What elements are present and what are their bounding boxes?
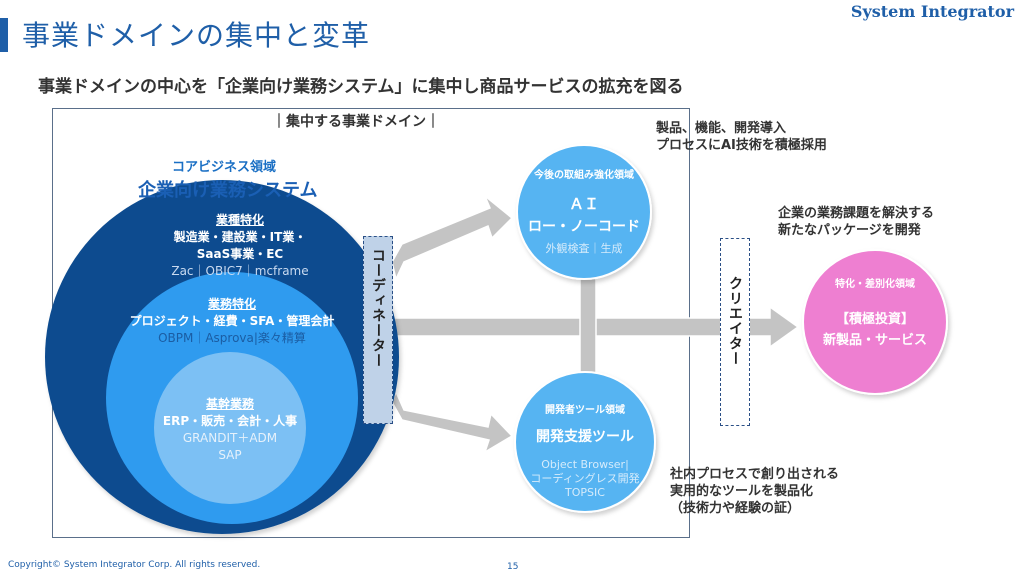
arrow-to-ai	[391, 195, 514, 282]
industry-text: 業種特化 製造業・建設業・IT業・ SaaS事業・EC Zac｜OBIC7｜mc…	[120, 212, 360, 280]
inner-circle	[154, 352, 306, 504]
page-subtitle: 事業ドメインの中心を「企業向け業務システム」に集中し商品サービスの拡充を図る	[38, 77, 684, 97]
devtool-line1: Object Browser|	[541, 458, 629, 471]
focus-domain-label: ｜集中する事業ドメイン｜	[272, 114, 440, 130]
business-line1: プロジェクト・経費・SFA・管理会計	[129, 314, 335, 328]
core-business-line1: ERP・販売・会計・人事	[162, 414, 298, 428]
special-text: 特化・差別化領域 【積極投資】 新製品・サービス	[806, 275, 944, 348]
special-area-label: 特化・差別化領域	[835, 279, 915, 290]
page-number: 15	[507, 562, 519, 572]
industry-line1: 製造業・建設業・IT業・	[173, 230, 307, 244]
coordinator-label: コーディネーター	[370, 248, 386, 368]
title-accent-bar	[0, 18, 8, 52]
industry-line2: SaaS事業・EC	[196, 247, 284, 261]
industry-products: Zac｜OBIC7｜mcframe	[171, 264, 309, 278]
core-business-text: 基幹業務 ERP・販売・会計・人事 GRANDIT＋ADM SAP	[150, 396, 310, 464]
ai-title2: ロー・ノーコード	[528, 219, 640, 235]
core-business-heading: 基幹業務	[205, 397, 254, 411]
ai-title1: ＡＩ	[568, 195, 599, 213]
special-circle	[802, 249, 948, 395]
devtool-text: 開発者ツール領域 開発支援ツール Object Browser| コーディングレ…	[515, 401, 655, 500]
copyright: Copyright© System Integrator Corp. All r…	[8, 560, 261, 570]
ai-text: 今後の取組み強化領域 ＡＩ ロー・ノーコード 外観検査｜生成	[517, 166, 651, 256]
ai-note: 製品、機能、開発導入 プロセスにAI技術を積極採用	[656, 120, 827, 154]
business-text: 業務特化 プロジェクト・経費・SFA・管理会計 OBPM｜Asprova|楽々精…	[112, 296, 352, 347]
special-title1: 【積極投資】	[835, 312, 914, 327]
devtool-circle	[514, 371, 656, 513]
tool-note: 社内プロセスで創り出される 実用的なツールを製品化 （技術力や経験の証）	[670, 466, 839, 517]
industry-heading: 業種特化	[215, 213, 264, 227]
creator-box	[720, 238, 750, 426]
ai-area-label: 今後の取組み強化領域	[534, 170, 634, 181]
devtool-title: 開発支援ツール	[536, 429, 634, 445]
special-title2: 新製品・サービス	[822, 333, 927, 348]
business-heading: 業務特化	[207, 297, 256, 311]
arrow-to-devtool	[391, 390, 514, 454]
ai-circle	[516, 144, 652, 280]
tool-note-line3: （技術力や経験の証）	[670, 501, 801, 516]
package-note-line1: 企業の業務課題を解決する	[778, 206, 935, 221]
tool-note-line1: 社内プロセスで創り出される	[670, 467, 840, 482]
coordinator-box	[363, 236, 393, 424]
brand-logo: System Integrator	[850, 2, 1014, 21]
ai-note-line2: プロセスにAI技術を積極採用	[656, 138, 827, 153]
ai-sub: 外観検査｜生成	[545, 242, 623, 255]
core-business-products1: GRANDIT＋ADM	[182, 431, 278, 445]
creator-label: クリエイター	[727, 276, 743, 366]
business-products: OBPM｜Asprova|楽々精算	[158, 331, 306, 345]
devtool-line2: コーディングレス開発	[530, 472, 640, 485]
package-note-line2: 新たなパッケージを開発	[778, 223, 921, 238]
devtool-line3: TOPSIC	[565, 486, 605, 499]
ai-note-line1: 製品、機能、開発導入	[656, 121, 787, 136]
package-note: 企業の業務課題を解決する 新たなパッケージを開発	[778, 205, 934, 239]
devtool-area-label: 開発者ツール領域	[545, 405, 625, 416]
core-business-label: コアビジネス領域	[172, 160, 277, 175]
page-title: 事業ドメインの集中と変革	[22, 19, 371, 52]
tool-note-line2: 実用的なツールを製品化	[670, 484, 814, 499]
core-business-products2: SAP	[218, 448, 242, 462]
core-business-title: 企業向け業務システム	[138, 180, 318, 201]
connector-vertical	[579, 273, 597, 375]
